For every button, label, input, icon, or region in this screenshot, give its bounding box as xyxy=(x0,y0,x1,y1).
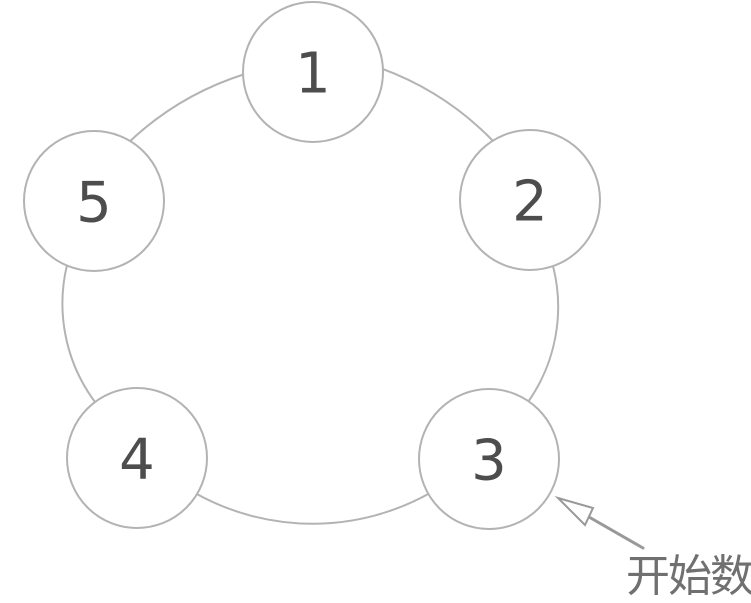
ring-arc-4-5 xyxy=(61,264,96,403)
node-1: 1 xyxy=(242,1,384,143)
node-circle-3 xyxy=(418,388,560,530)
node-2: 2 xyxy=(459,129,601,271)
node-circle-1 xyxy=(242,1,384,143)
annotation-start-counting: 开始数 xyxy=(626,551,751,602)
start-arrow-shaft xyxy=(587,515,645,550)
start-arrow-head-icon xyxy=(554,495,595,527)
node-4: 4 xyxy=(66,387,208,529)
ring-arcs xyxy=(61,67,560,525)
ring-arc-2-3 xyxy=(527,265,560,403)
node-label-4: 4 xyxy=(119,428,155,493)
node-label-3: 3 xyxy=(471,429,507,494)
node-label-1: 1 xyxy=(295,42,331,107)
ring-arc-5-1 xyxy=(126,73,246,145)
node-circle-2 xyxy=(459,129,601,271)
ring-arc-3-4 xyxy=(194,492,431,525)
ring-arc-1-2 xyxy=(379,67,496,144)
node-circle-4 xyxy=(66,387,208,529)
node-label-5: 5 xyxy=(76,171,112,236)
start-arrow xyxy=(554,495,645,550)
node-3: 3 xyxy=(418,388,560,530)
node-label-2: 2 xyxy=(512,170,548,235)
node-5: 5 xyxy=(23,130,165,272)
node-circle-5 xyxy=(23,130,165,272)
